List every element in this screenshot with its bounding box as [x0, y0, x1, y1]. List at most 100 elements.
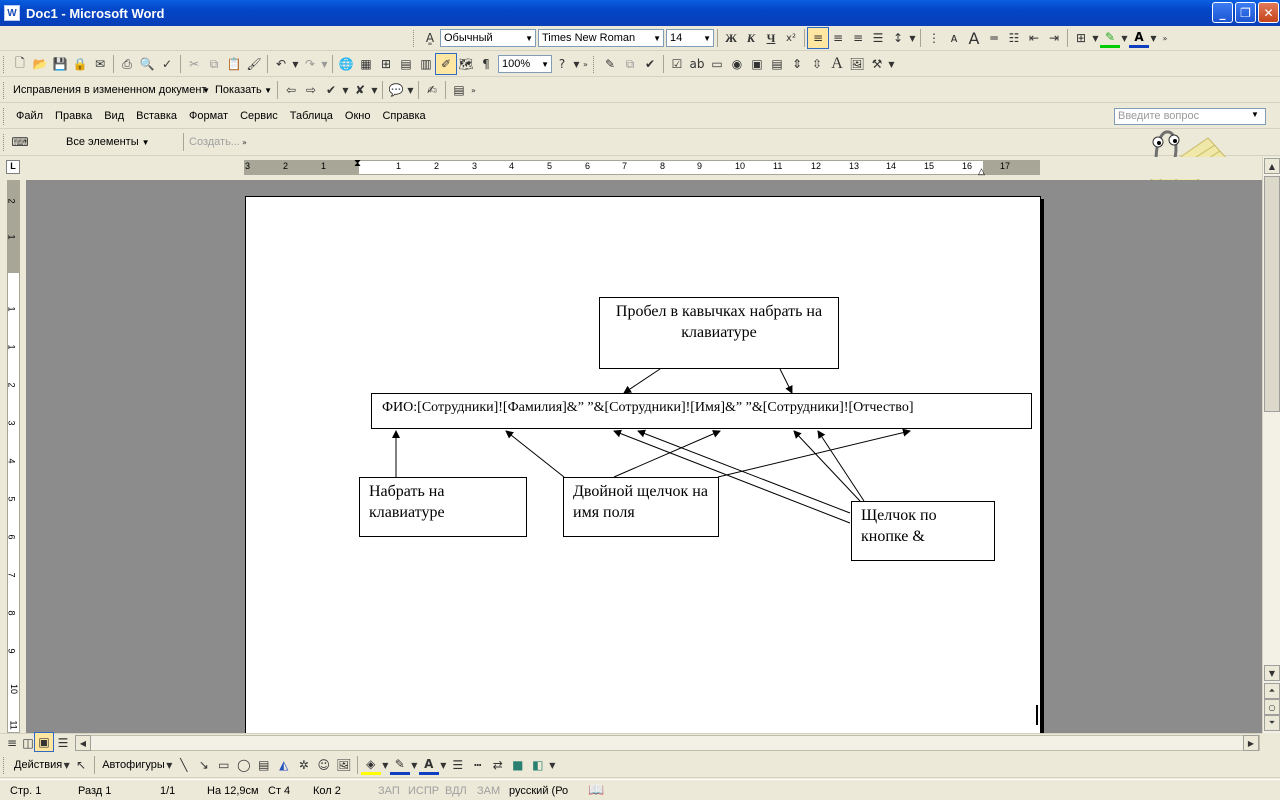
reject-dropdown[interactable]: ▼: [371, 85, 378, 95]
toolbar-grip[interactable]: [3, 133, 6, 151]
line-color-dropdown[interactable]: ▼: [411, 760, 418, 770]
web-view-icon[interactable]: ◫: [22, 736, 34, 750]
menu-insert[interactable]: Вставка: [136, 110, 178, 122]
undo-dropdown[interactable]: ▼: [292, 59, 299, 69]
wordart-icon[interactable]: ◭: [279, 758, 289, 772]
menu-table[interactable]: Таблица: [289, 110, 333, 122]
insert-picture-icon[interactable]: 🖼: [336, 758, 352, 772]
toolbar-options-icon[interactable]: »: [471, 85, 476, 95]
normal-view-icon[interactable]: ≡: [6, 736, 18, 750]
print-icon[interactable]: ⎙: [122, 56, 132, 71]
menu-window[interactable]: Окно: [344, 110, 371, 122]
status-ext[interactable]: ВДЛ: [445, 785, 467, 797]
line-spacing-dropdown[interactable]: ▼: [909, 33, 916, 43]
drawing-font-color-icon[interactable]: A: [418, 755, 439, 775]
autoshapes-dropdown[interactable]: ▼: [166, 760, 173, 770]
border-dropdown[interactable]: ▼: [1092, 33, 1099, 43]
checkbox-field-icon[interactable]: ☑: [671, 57, 683, 71]
keyboard-icon[interactable]: ⌨: [11, 135, 29, 149]
toolbar-options-icon[interactable]: »: [242, 137, 247, 147]
all-elements-button[interactable]: Все элементы▼: [66, 136, 150, 148]
tools-icon[interactable]: ⚒: [871, 57, 883, 71]
spelling-status-icon[interactable]: 📖: [588, 782, 605, 797]
undo-icon[interactable]: ↶: [275, 57, 287, 71]
oval-icon[interactable]: ◯: [237, 758, 251, 772]
note-space-in-quotes[interactable]: Пробел в кавычках набрать на клавиатуре: [599, 297, 839, 369]
dash-style-icon[interactable]: ┅: [474, 758, 482, 772]
vertical-scroll-thumb[interactable]: [1264, 176, 1280, 412]
horizontal-scrollbar[interactable]: ≡ ◫ ▣ ☰ ◀ ▶: [0, 732, 1262, 752]
font-color-icon[interactable]: A: [1129, 28, 1149, 48]
select-objects-icon[interactable]: ↖: [76, 758, 87, 772]
menu-grip[interactable]: [3, 107, 6, 125]
paste-icon[interactable]: 📋: [226, 57, 242, 71]
save-icon[interactable]: 💾: [52, 57, 68, 71]
numbering-icon[interactable]: ⋮: [928, 31, 940, 45]
underline-button[interactable]: Ч: [766, 30, 776, 45]
help-icon[interactable]: ?: [558, 57, 566, 71]
insert-table-icon[interactable]: ⊞: [380, 57, 392, 71]
styles-pane-icon[interactable]: A͈: [425, 31, 435, 45]
hyperlink-icon[interactable]: 🌐: [338, 57, 354, 71]
email-icon[interactable]: ✉: [94, 57, 106, 71]
accept-dropdown[interactable]: ▼: [342, 85, 349, 95]
document-page[interactable]: Пробел в кавычках набрать на клавиатуре …: [245, 196, 1041, 736]
line-spacing-icon[interactable]: ↕: [892, 31, 904, 45]
bullets-icon[interactable]: ☷: [1008, 31, 1020, 45]
fill-color-icon[interactable]: ◈: [360, 755, 381, 775]
note-type-on-keyboard[interactable]: Набрать на клавиатуре: [359, 477, 527, 537]
radio-field-icon[interactable]: ◉: [731, 57, 743, 71]
minimize-button[interactable]: _: [1212, 2, 1233, 23]
increase-indent-icon[interactable]: ⇥: [1048, 31, 1060, 45]
reject-change-icon[interactable]: ✘: [354, 83, 366, 97]
3d-style-icon[interactable]: ◧: [532, 758, 544, 772]
highlight-icon[interactable]: ✎: [1100, 28, 1120, 48]
toolbar-grip[interactable]: [593, 55, 596, 73]
scroll-down-button[interactable]: ▼: [1264, 665, 1280, 681]
next-page-button[interactable]: ⏷: [1264, 715, 1280, 731]
rectangle-icon[interactable]: ▭: [218, 758, 230, 772]
tab-selector[interactable]: L: [6, 160, 20, 174]
draw-table-icon[interactable]: ✎: [604, 57, 616, 71]
actions-menu-button[interactable]: Действия: [14, 759, 63, 771]
restore-button[interactable]: ❐: [1235, 2, 1256, 23]
horizontal-line-icon[interactable]: ═: [990, 31, 998, 45]
line-color-icon[interactable]: ✎: [389, 755, 410, 775]
spelling-icon[interactable]: ✓: [161, 57, 173, 71]
scroll-up-button[interactable]: ▲: [1264, 158, 1280, 174]
shadow-style-icon[interactable]: ■: [512, 758, 524, 772]
new-document-icon[interactable]: 🗋: [15, 55, 25, 70]
diagram-icon[interactable]: ✲: [298, 758, 309, 772]
bold-button[interactable]: Ж: [725, 30, 737, 45]
font-color-dropdown[interactable]: ▼: [1150, 33, 1157, 43]
document-canvas[interactable]: Пробел в кавычках набрать на клавиатуре …: [26, 180, 1262, 736]
toolbar-grip[interactable]: [3, 81, 6, 99]
image-field-icon[interactable]: 🖼: [849, 57, 865, 71]
track-changes-icon[interactable]: ✍: [426, 83, 438, 97]
redo-dropdown[interactable]: ▼: [321, 59, 328, 69]
reviewing-pane-icon[interactable]: ▤: [453, 83, 465, 97]
previous-change-icon[interactable]: ⇦: [285, 83, 297, 97]
help-dropdown[interactable]: ▼: [573, 59, 580, 69]
decrease-indent-icon[interactable]: ⇤: [1028, 31, 1040, 45]
shrink-font-icon[interactable]: ᴀ: [950, 31, 958, 45]
justify-icon[interactable]: ☰: [872, 31, 884, 45]
format-painter-icon[interactable]: 🖌: [246, 57, 262, 71]
font-size-combo[interactable]: 14▼: [666, 29, 714, 47]
scroll-field-icon[interactable]: ⇳: [811, 57, 823, 71]
menu-file[interactable]: Файл: [16, 110, 44, 122]
zoom-combo[interactable]: 100%▼: [498, 55, 552, 73]
frame-icon[interactable]: ▣: [751, 57, 763, 71]
accept-change-icon[interactable]: ✔: [325, 83, 337, 97]
note-double-click[interactable]: Двойной щелчок на имя поля: [563, 477, 719, 537]
insert-comment-icon[interactable]: 💬: [388, 83, 404, 97]
horizontal-scroll-track[interactable]: ◀ ▶: [75, 735, 1260, 751]
browse-object-button[interactable]: ○: [1264, 699, 1280, 715]
align-right-icon[interactable]: ≡: [852, 31, 864, 45]
display-for-review-combo[interactable]: Исправления в измененном документ▼: [13, 84, 210, 96]
line-style-icon[interactable]: ☰: [452, 758, 464, 772]
permission-icon[interactable]: 🔒: [72, 57, 88, 71]
print-preview-icon[interactable]: 🔍: [139, 57, 155, 71]
